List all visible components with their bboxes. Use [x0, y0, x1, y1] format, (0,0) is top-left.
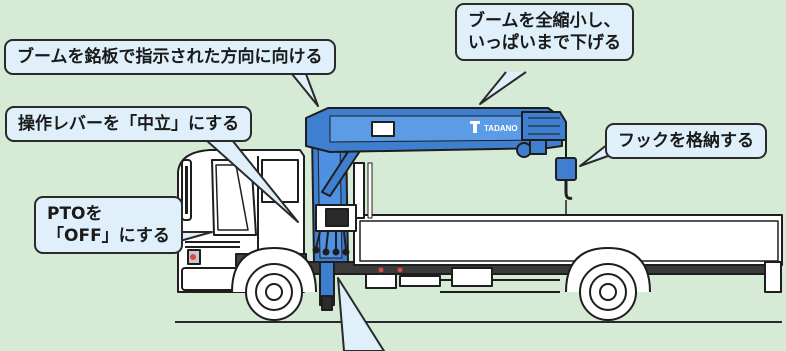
- crane-brand-text: TADANO: [484, 124, 518, 133]
- callout-hook-stow: フックを格納する: [605, 123, 767, 159]
- callout-hook-stow-text: フックを格納する: [618, 131, 754, 151]
- rear-wheel: [565, 246, 651, 321]
- callout-boom-retract: ブームを全縮小し、 いっぱいまで下げる: [455, 3, 634, 62]
- callout-boom-retract-line1: ブームを全縮小し、: [468, 11, 621, 31]
- callout-boom-direction-text: ブームを銘板で指示された方向に向ける: [17, 47, 323, 67]
- callout-pto-line2: 「OFF」にする: [47, 226, 170, 247]
- crane-boom: [305, 107, 567, 158]
- callout-pto-off: PTOを 「OFF」にする: [34, 196, 183, 255]
- truck-bed: [299, 162, 783, 293]
- callout-boom-direction: ブームを銘板で指示された方向に向ける: [4, 39, 336, 75]
- callout-boom-retract-line2: いっぱいまで下げる: [468, 33, 621, 54]
- callout-pto-line1: PTOを: [47, 204, 103, 224]
- tadano-logo: TADANO: [470, 121, 518, 133]
- callout-lever-neutral-text: 操作レバーを「中立」にする: [18, 114, 240, 134]
- front-wheel: [231, 246, 317, 321]
- callout-lever-neutral: 操作レバーを「中立」にする: [5, 106, 253, 142]
- crane-hook: [555, 140, 577, 214]
